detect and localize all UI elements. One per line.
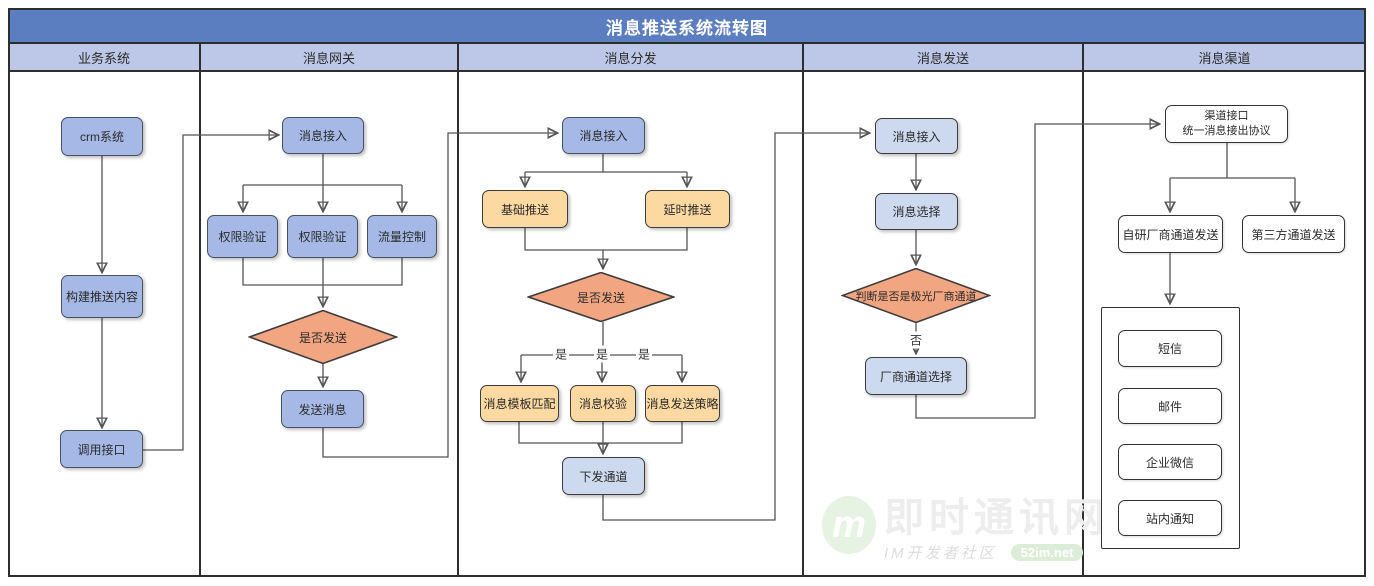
lane-header-row: [8, 42, 1366, 72]
node-delayed-push: 延时推送: [645, 190, 730, 228]
diagram-title: 消息推送系统流转图: [8, 8, 1366, 44]
node-call-interface: 调用接口: [60, 430, 143, 468]
node-gateway-message-access: 消息接入: [282, 117, 364, 154]
node-message-select: 消息选择: [875, 193, 958, 230]
node-send-message: 发送消息: [281, 390, 364, 428]
node-label-line1: 渠道接口: [1204, 110, 1249, 123]
node-build-push-content: 构建推送内容: [61, 275, 143, 318]
node-channel-interface: 渠道接口 统一消息接出协议: [1165, 105, 1288, 143]
node-crm-system: crm系统: [61, 117, 143, 156]
lane-separator-1: [199, 42, 201, 577]
lane-header-message-distribution: 消息分发: [604, 50, 657, 66]
edge-label-yes-1: 是: [552, 345, 570, 363]
node-permission-check-1: 权限验证: [207, 215, 278, 258]
lane-header-business-system: 业务系统: [77, 50, 130, 66]
node-basic-push: 基础推送: [482, 190, 568, 228]
watermark-logo-icon: m: [822, 496, 876, 554]
node-email: 邮件: [1118, 388, 1222, 424]
node-send-strategy: 消息发送策略: [645, 385, 720, 422]
lane-separator-4: [1082, 42, 1084, 577]
node-label: 判断是否是极光厂商通道: [855, 290, 977, 303]
edge-label-no: 否: [907, 331, 925, 349]
node-wecom: 企业微信: [1118, 444, 1222, 480]
node-flow-control: 流量控制: [367, 215, 437, 258]
node-label-line2: 统一消息接出协议: [1182, 125, 1271, 137]
watermark-badge: 52im.net: [1010, 544, 1084, 561]
node-sms: 短信: [1118, 330, 1222, 367]
diamond-shape: [527, 272, 675, 322]
lane-header-message-channel: 消息渠道: [1198, 50, 1251, 66]
diamond-shape: [248, 310, 398, 364]
node-sending-message-access: 消息接入: [875, 118, 958, 154]
edge-label-yes-2: 是: [593, 345, 611, 363]
edge-label-yes-3: 是: [635, 345, 653, 363]
diamond-shape: [841, 268, 991, 323]
lane-separator-3: [802, 42, 804, 577]
decision-jiguang-vendor-channel: 判断是否是极光厂商通道: [841, 268, 991, 323]
watermark-text: 即时通讯网 IM开发者社区 52im.net: [884, 496, 1109, 563]
node-self-vendor-channel-send: 自研厂商通道发送: [1118, 215, 1223, 253]
node-permission-check-2: 权限验证: [287, 215, 358, 258]
node-vendor-channel-select: 厂商通道选择: [865, 357, 967, 395]
node-label: 是否发送: [576, 290, 625, 305]
lane-header-message-gateway: 消息网关: [302, 50, 355, 66]
lane-separator-2: [457, 42, 459, 577]
watermark-site-name: 即时通讯网: [884, 496, 1109, 540]
node-site-notice: 站内通知: [1118, 500, 1222, 536]
node-downstream-channel: 下发通道: [562, 457, 645, 495]
node-message-validate: 消息校验: [570, 385, 636, 422]
node-template-match: 消息模板匹配: [480, 385, 559, 422]
watermark: m 即时通讯网 IM开发者社区 52im.net: [822, 496, 1109, 563]
node-distribution-message-access: 消息接入: [562, 117, 645, 154]
node-third-party-channel-send: 第三方通道发送: [1242, 215, 1345, 253]
lane-header-message-sending: 消息发送: [916, 50, 969, 66]
watermark-subtitle: IM开发者社区: [884, 545, 997, 562]
decision-send-or-not-gateway: 是否发送: [248, 310, 398, 364]
node-label: 是否发送: [298, 330, 347, 345]
decision-send-or-not-distribution: 是否发送: [527, 272, 675, 322]
